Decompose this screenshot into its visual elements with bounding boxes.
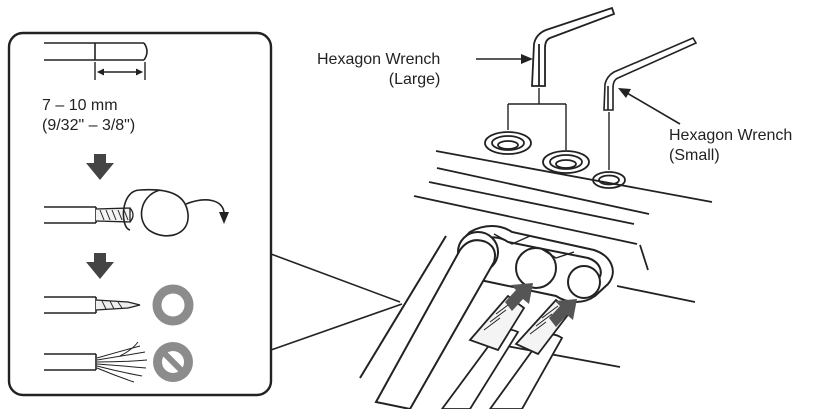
panel-frame <box>7 31 273 397</box>
ok-circle-icon <box>152 284 194 326</box>
strip-length-metric: 7 – 10 mm <box>42 97 118 114</box>
screw-hole-small <box>592 171 626 189</box>
hex-wrench-large-label: Hexagon Wrench (Large) <box>317 50 440 90</box>
callout-line-top <box>270 253 401 303</box>
terminal-block <box>413 150 713 368</box>
hex-wrench-large-name: Hexagon Wrench <box>317 51 441 68</box>
strip-length-imperial: (9/32" – 3/8") <box>42 117 136 134</box>
insert-arrow-icon-2 <box>549 299 577 327</box>
dimension-marker <box>94 62 146 80</box>
bracket-lines <box>507 88 610 170</box>
prohibited-icon <box>153 342 193 382</box>
twisted-wire-correct <box>44 296 141 314</box>
hex-wrench-small <box>603 36 698 111</box>
strip-length-label: 7 – 10 mm (9/32" – 3/8") <box>42 96 135 136</box>
twist-arrow-icon <box>44 188 229 237</box>
hex-wrench-large <box>531 6 616 87</box>
hex-wrench-small-name: Hexagon Wrench <box>669 127 793 144</box>
instruction-panel <box>7 31 403 397</box>
leader-large <box>476 54 533 64</box>
leader-small <box>618 88 681 125</box>
hex-wrench-small-label: Hexagon Wrench (Small) <box>669 126 792 166</box>
down-arrow-icon-2 <box>86 253 114 279</box>
hex-wrench-small-size: (Small) <box>669 147 720 164</box>
inserted-wire-large <box>359 235 496 411</box>
wire-stripped-1 <box>440 294 526 410</box>
stripped-wire-icon <box>44 42 148 61</box>
screw-hole-large-2 <box>542 150 590 174</box>
frayed-wire-incorrect <box>44 341 148 383</box>
callout-line-bottom <box>270 303 403 351</box>
hex-wrench-large-size: (Large) <box>388 71 441 88</box>
screw-hole-large-1 <box>484 131 532 155</box>
insert-arrow-icon-1 <box>505 283 533 311</box>
down-arrow-icon <box>86 154 114 180</box>
